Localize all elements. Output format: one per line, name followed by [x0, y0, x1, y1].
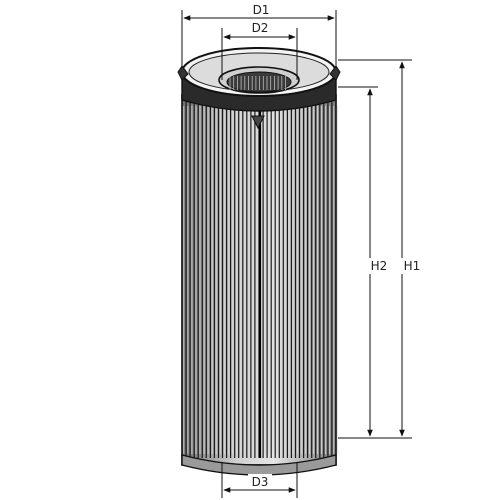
dimension-lines: [181, 10, 412, 498]
top-cap-notch: [251, 115, 265, 130]
dimension-label-d1: D1: [253, 3, 270, 17]
dimension-label-h2: H2: [371, 259, 388, 273]
dimension-label-d3: D3: [252, 475, 269, 489]
top-cap-clip-left: [177, 65, 189, 81]
filter-pleats: [181, 100, 339, 458]
top-cap-hole: [226, 71, 292, 93]
dimension-label-h1: H1: [404, 259, 421, 273]
filter-top-cap: [177, 47, 341, 130]
top-cap-clip-right: [329, 65, 341, 81]
hole-ribs: [229, 76, 286, 90]
dimension-label-d2: D2: [252, 21, 269, 35]
